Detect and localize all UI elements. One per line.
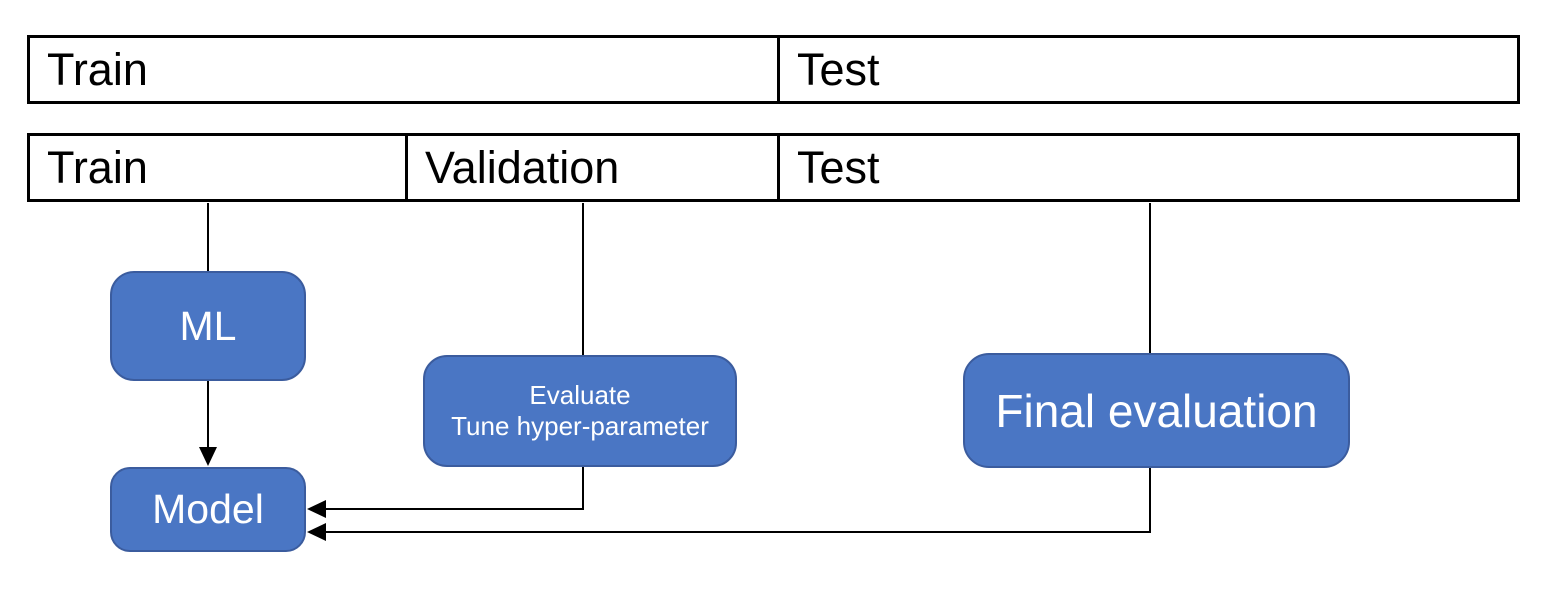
cell-train-top-label: Train [47, 43, 148, 95]
node-model-label: Model [152, 486, 264, 532]
cell-test-bottom-label: Test [797, 141, 880, 193]
cell-validation-label: Validation [425, 141, 620, 193]
cell-test-top: Test [777, 38, 1517, 101]
node-ml: ML [110, 271, 306, 381]
cell-test-bottom: Test [777, 136, 1517, 199]
connector-evaluate-to-model [325, 467, 584, 510]
cell-validation: Validation [405, 136, 777, 199]
cell-test-top-label: Test [797, 43, 880, 95]
node-model: Model [110, 467, 306, 552]
node-evaluate-line1: Evaluate [529, 379, 631, 410]
arrowhead-evaluate-to-model [307, 500, 326, 518]
cell-train-top: Train [30, 38, 777, 101]
node-final-evaluation-label: Final evaluation [995, 384, 1318, 437]
node-ml-label: ML [179, 302, 237, 349]
cell-train-bottom-label: Train [47, 141, 148, 193]
node-evaluate: Evaluate Tune hyper-parameter [423, 355, 737, 467]
arrowhead-ml-to-model [199, 447, 217, 466]
split-bar-train-test: Train Test [27, 35, 1520, 104]
arrowhead-final-evaluation-to-model [307, 523, 326, 541]
cell-train-bottom: Train [30, 136, 405, 199]
node-final-evaluation: Final evaluation [963, 353, 1350, 468]
split-bar-train-validation-test: Train Validation Test [27, 133, 1520, 202]
connector-final-evaluation-to-model [325, 468, 1151, 533]
node-evaluate-line2: Tune hyper-parameter [451, 411, 709, 441]
